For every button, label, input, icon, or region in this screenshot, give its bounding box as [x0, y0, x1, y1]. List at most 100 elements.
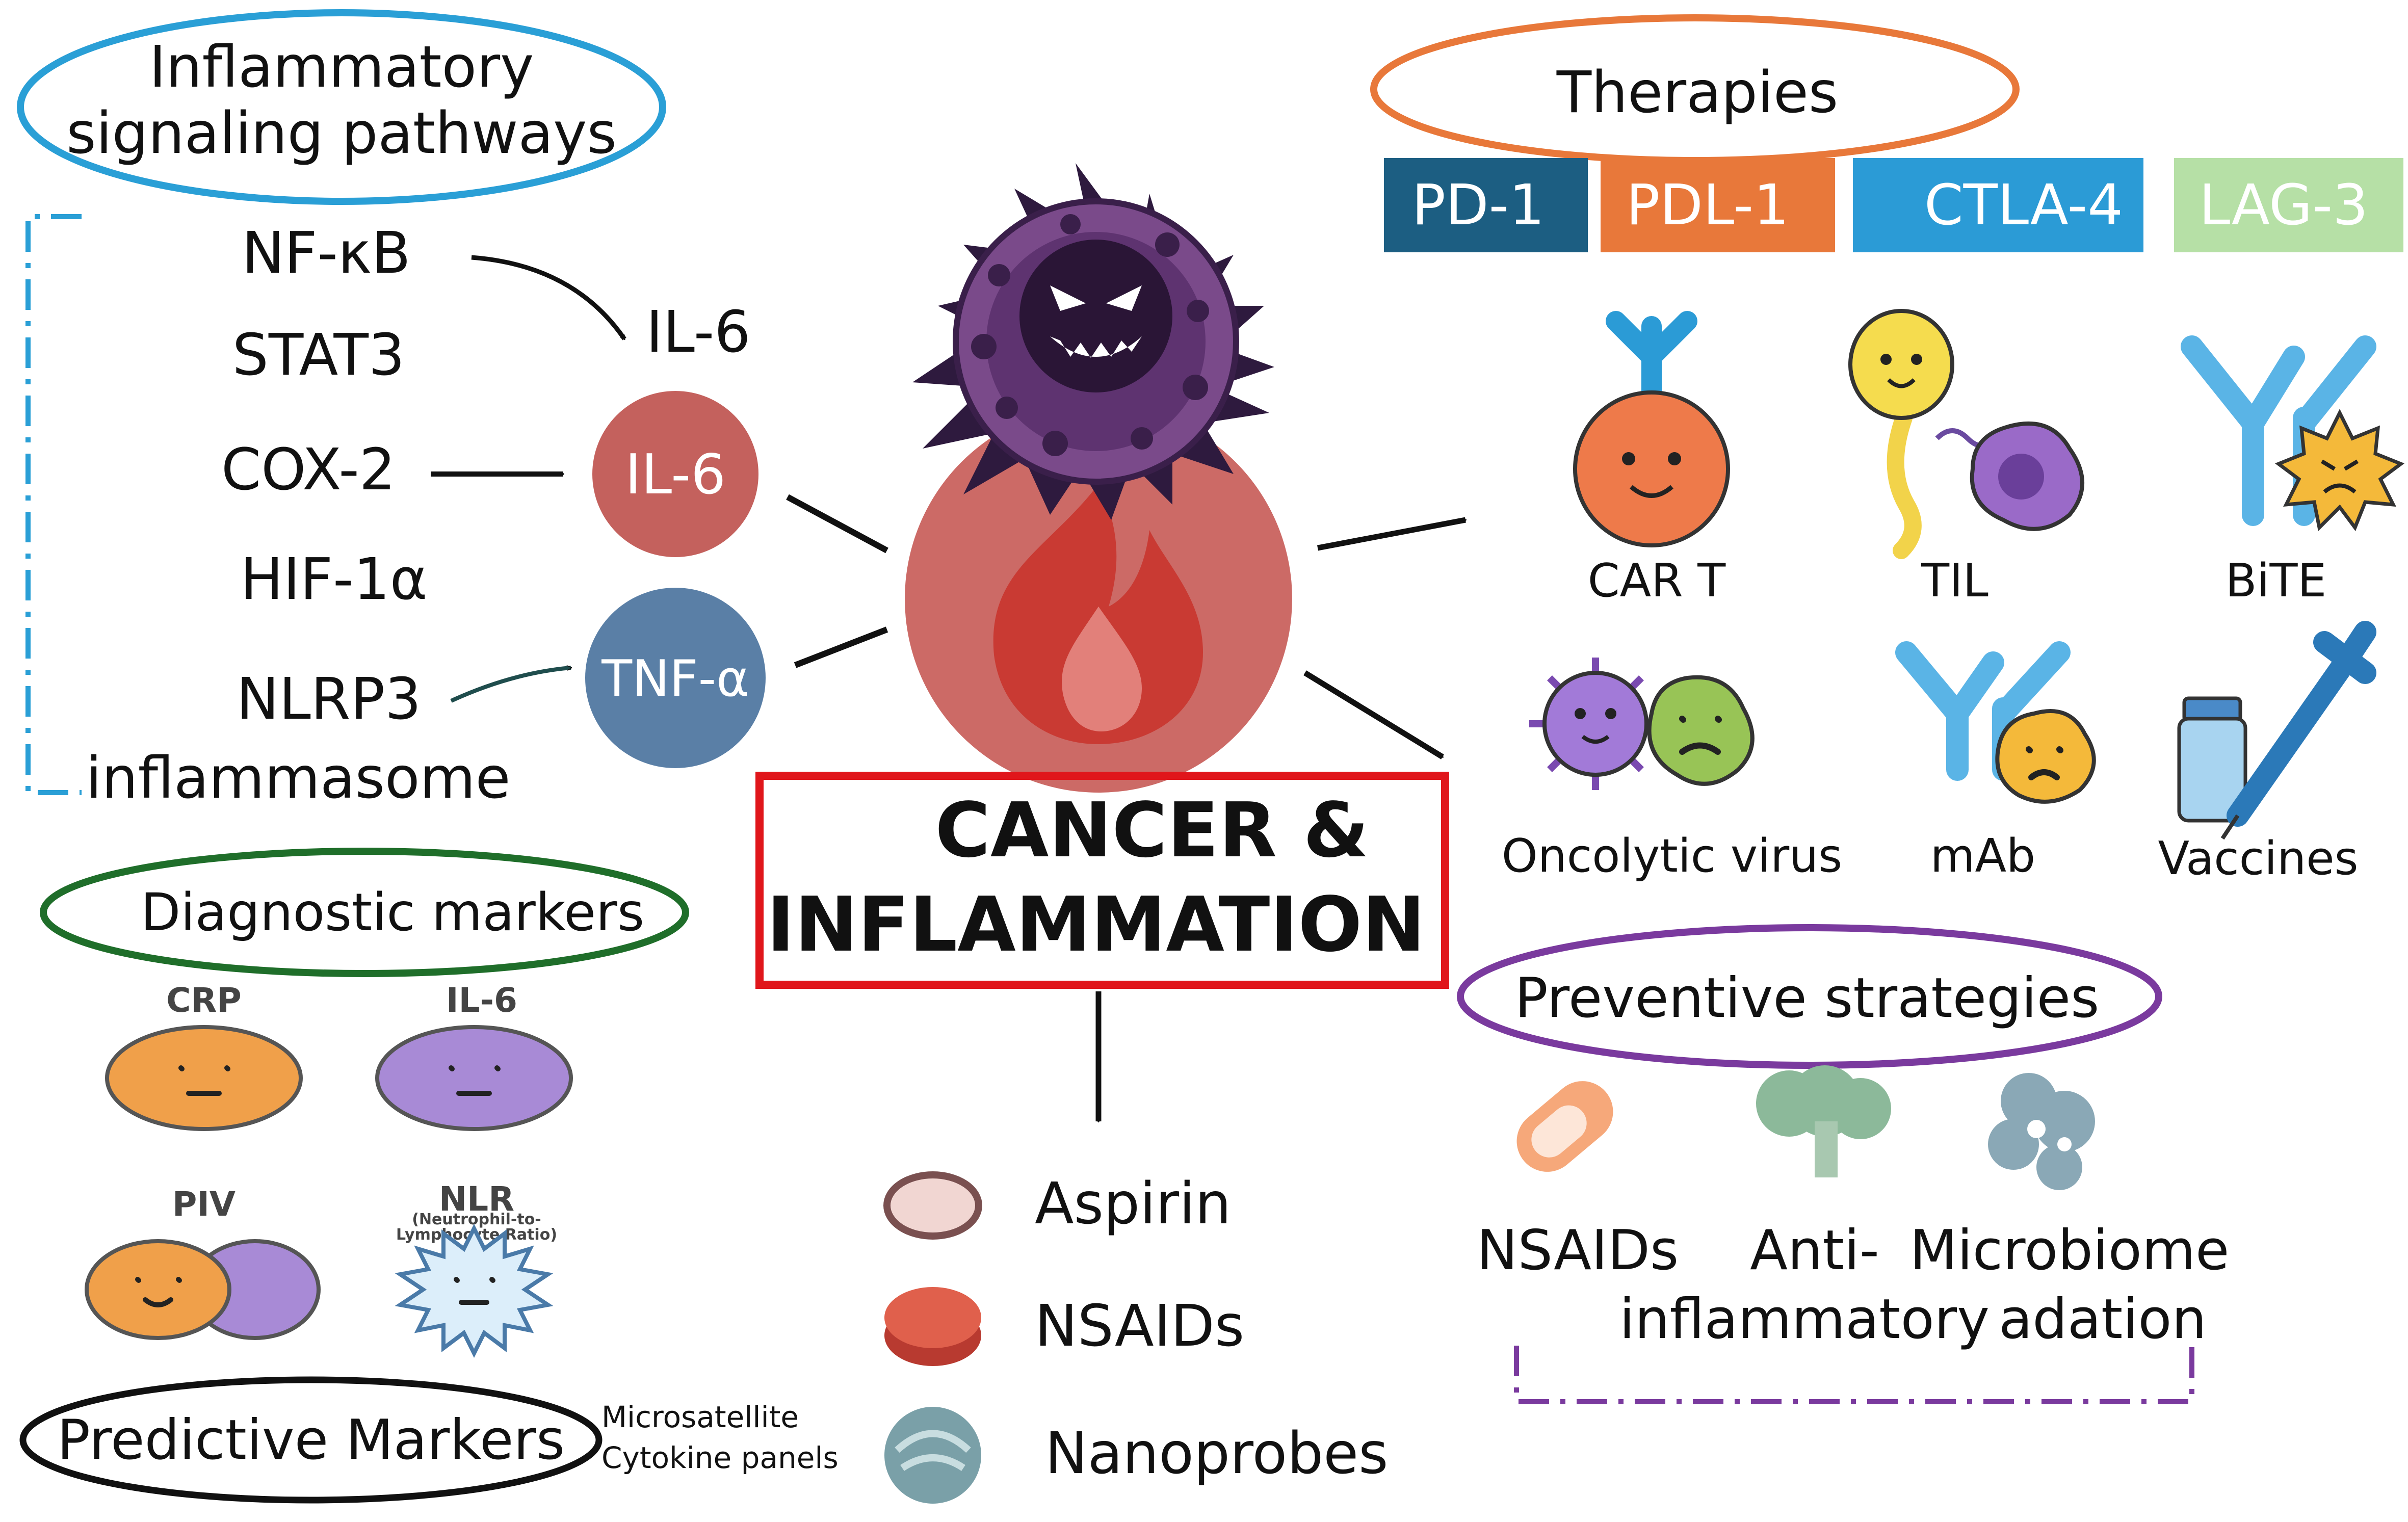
broccoli-icon [1756, 1065, 1891, 1177]
smile-face [135, 1277, 182, 1307]
sad-tumor-icon [1995, 709, 2096, 804]
cancer-cell-dot [996, 397, 1018, 419]
virus-eye [1605, 708, 1616, 719]
predictive-panel: Predictive Markers Microsatellite Cytoki… [19, 1376, 839, 1504]
center-title-line1: CANCER & [935, 786, 1369, 874]
diagnostic-title-oval [40, 848, 689, 977]
checkpoint-pdl1-box [1601, 158, 1835, 252]
car-t-cell [1573, 390, 1730, 547]
nanoprobe-swirl [895, 1430, 971, 1471]
checkpoint-lag3: LAG-3 [2199, 172, 2368, 238]
prevent-nsaids: NSAIDs [1477, 1219, 1679, 1282]
virus-body [1542, 671, 1648, 777]
predictive-line2: Cytokine panels [601, 1440, 839, 1475]
prevent-micro-line2: adation [1999, 1288, 2207, 1351]
antibody-icon [1895, 641, 2071, 781]
arrow-center-therapies-upper [1317, 517, 1465, 551]
therapy-mab: mAb [1930, 829, 2035, 883]
il6-circle [592, 391, 758, 557]
virus-eye [1575, 708, 1586, 719]
tumor-nucleus [1998, 454, 2044, 500]
therapies-panel: Therapies PD-1 PDL-1 CTLA-4 LAG-3 CAR T [1370, 14, 2405, 885]
cancer-cell-dot [1183, 375, 1208, 400]
diagnostic-title: Diagnostic markers [141, 882, 644, 943]
nlr-cell-icon [395, 1224, 554, 1358]
bite-icon [2181, 335, 2405, 532]
cancer-cell-dot [988, 264, 1010, 286]
checkpoint-pd1: PD-1 [1412, 172, 1545, 238]
treatments-panel: Aspirin NSAIDs Nanoprobes [883, 1171, 1388, 1504]
preventive-title-oval [1457, 924, 2162, 1069]
cancer-cell-mouth [1050, 336, 1142, 358]
therapy-vaccines: Vaccines [2158, 832, 2358, 885]
pathway-nlrp3: NLRP3 [237, 666, 422, 732]
receptor-icon [1606, 311, 1697, 413]
treatment-aspirin: Aspirin [1035, 1171, 1231, 1237]
preventive-panel: Preventive strategies NSAIDs Anti- infla… [1457, 924, 2230, 1404]
cancer-cell-dot [971, 334, 997, 359]
pathways-panel: Inflammatory signaling pathways NF-κB ST… [17, 9, 888, 811]
cancer-cell-dot [1187, 300, 1209, 322]
predictive-title-oval [19, 1376, 603, 1504]
prevent-micro-line1: Microbiome [1910, 1219, 2230, 1282]
nlr-subtitle-1: (Neutrophil-to- [412, 1211, 541, 1228]
sad-tumor-icon [1647, 675, 1755, 786]
neutral-face [449, 1065, 501, 1096]
syringe-needle [2220, 814, 2240, 840]
microbiome-icon [1988, 1073, 2095, 1190]
til-tail [1887, 409, 1922, 559]
predictive-title: Predictive Markers [57, 1408, 565, 1472]
tumor-star-icon [2274, 409, 2405, 532]
therapy-bite: BiTE [2226, 554, 2327, 608]
vial-body [2177, 717, 2247, 823]
predictive-line1: Microsatellite [601, 1400, 799, 1434]
pathway-stat3: STAT3 [232, 322, 405, 388]
crp-face-icon [105, 1025, 303, 1131]
pathways-title-line1: Inflammatory [149, 34, 534, 100]
connector-tnf-center [794, 626, 888, 668]
til-smile [1887, 378, 1916, 388]
cancer-cell-eye-right [1106, 285, 1142, 311]
marker-crp-label: CRP [166, 981, 242, 1020]
therapies-title: Therapies [1556, 60, 1838, 126]
checkpoint-lag3-box [2174, 158, 2403, 252]
therapy-car-t: CAR T [1588, 554, 1726, 608]
marker-il6-label: IL-6 [446, 981, 517, 1020]
capsule-highlight [1531, 1105, 1587, 1158]
center-title-line2: INFLAMMATION [767, 881, 1425, 968]
cancer-cell-dot [1155, 232, 1180, 257]
flame-inner-icon [1062, 607, 1142, 731]
sad-face [2026, 746, 2063, 780]
preventive-bracket [1514, 1346, 2194, 1404]
vaccine-icon [2177, 621, 2376, 840]
preventive-title: Preventive strategies [1515, 966, 2100, 1030]
il6-circle-label: IL-6 [625, 443, 726, 507]
oncolytic-virus-icon [1529, 658, 1755, 790]
car-t-eye [1668, 452, 1681, 465]
car-t-smile [1630, 485, 1673, 498]
angry-face [2320, 459, 2359, 494]
prevent-anti-line1: Anti- [1750, 1219, 1879, 1282]
car-t-icon [1573, 311, 1730, 547]
sad-face [1679, 716, 1722, 755]
syringe-icon [2227, 621, 2376, 827]
tnf-circle [585, 588, 766, 768]
pathway-cox2: COX-2 [221, 437, 396, 503]
neutral-face [178, 1065, 230, 1096]
center-panel: CANCER & INFLAMMATION [755, 163, 1465, 1121]
cancer-cell-icon [912, 163, 1274, 520]
il6-face-icon [375, 1025, 573, 1131]
therapy-til: TIL [1921, 554, 1988, 608]
therapy-oncolytic-virus: Oncolytic virus [1502, 829, 1842, 883]
arrow-nfkb-il6 [471, 255, 626, 339]
pathways-bracket [25, 214, 82, 795]
piv-orange-icon [85, 1239, 231, 1340]
pathway-nfkb: NF-κB [242, 220, 410, 286]
nanoprobe-icon [884, 1407, 981, 1504]
cancer-cell-eye-left [1050, 285, 1086, 311]
antibody-icon [2181, 335, 2376, 526]
checkpoint-pd1-box [1384, 158, 1588, 252]
diagnostic-panel: Diagnostic markers CRP IL-6 PIV NLR (Neu… [40, 848, 689, 1358]
marker-piv-label: PIV [172, 1185, 235, 1224]
checkpoint-pdl1: PDL-1 [1626, 172, 1789, 238]
